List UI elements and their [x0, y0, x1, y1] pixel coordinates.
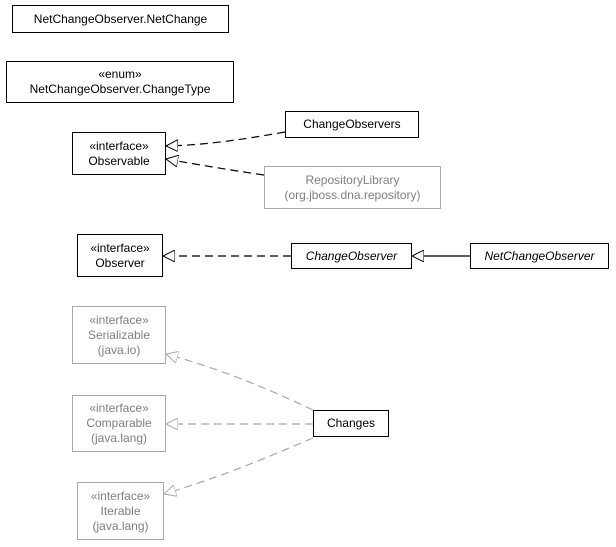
node-stereotype: «enum»	[98, 67, 142, 81]
node-stereotype: «interface»	[90, 240, 150, 255]
node-comparable[interactable]: «interface» Comparable (java.lang)	[72, 395, 166, 452]
node-package: (java.lang)	[92, 518, 149, 533]
node-name: Iterable	[100, 503, 141, 518]
node-change-observers[interactable]: ChangeObservers	[285, 111, 419, 138]
node-name: RepositoryLibrary	[305, 172, 400, 187]
node-package: (java.lang)	[90, 431, 148, 445]
node-repository-library[interactable]: RepositoryLibrary (org.jboss.dna.reposit…	[264, 166, 441, 209]
node-iterable[interactable]: «interface» Iterable (java.lang)	[77, 482, 164, 540]
node-serializable[interactable]: «interface» Serializable (java.io)	[72, 306, 166, 364]
node-observable[interactable]: «interface» Observable	[72, 132, 166, 175]
node-name: ChangeObserver	[305, 248, 398, 263]
node-name: Changes	[326, 416, 376, 430]
node-name: Comparable	[86, 416, 152, 430]
node-package: (org.jboss.dna.repository)	[284, 187, 421, 202]
node-changes[interactable]: Changes	[313, 410, 389, 437]
node-change-type[interactable]: «enum» NetChangeObserver.ChangeType	[6, 61, 234, 103]
node-change-observer[interactable]: ChangeObserver	[291, 243, 412, 269]
node-name: Serializable	[87, 327, 151, 342]
edge-changes-serializable	[166, 354, 314, 411]
node-stereotype: «interface»	[89, 312, 149, 327]
node-name: Observable	[88, 153, 150, 168]
node-name: NetChangeObserver.ChangeType	[29, 82, 211, 96]
node-observer[interactable]: «interface» Observer	[77, 234, 163, 277]
edge-changeobservers-observable	[166, 131, 286, 146]
edge-changes-iterable	[164, 437, 314, 494]
node-stereotype: «interface»	[90, 488, 151, 503]
node-name: NetChangeObserver	[484, 248, 595, 263]
node-name: Observer	[95, 255, 145, 270]
node-net-change-observer[interactable]: NetChangeObserver	[470, 243, 609, 269]
node-package: (java.io)	[97, 342, 141, 357]
node-stereotype: «interface»	[89, 401, 149, 415]
node-name: NetChangeObserver.NetChange	[33, 11, 208, 26]
edge-repositorylibrary-observable	[166, 159, 265, 176]
node-stereotype: «interface»	[89, 138, 149, 153]
node-name: ChangeObservers	[303, 117, 401, 131]
node-net-change[interactable]: NetChangeObserver.NetChange	[12, 5, 229, 33]
